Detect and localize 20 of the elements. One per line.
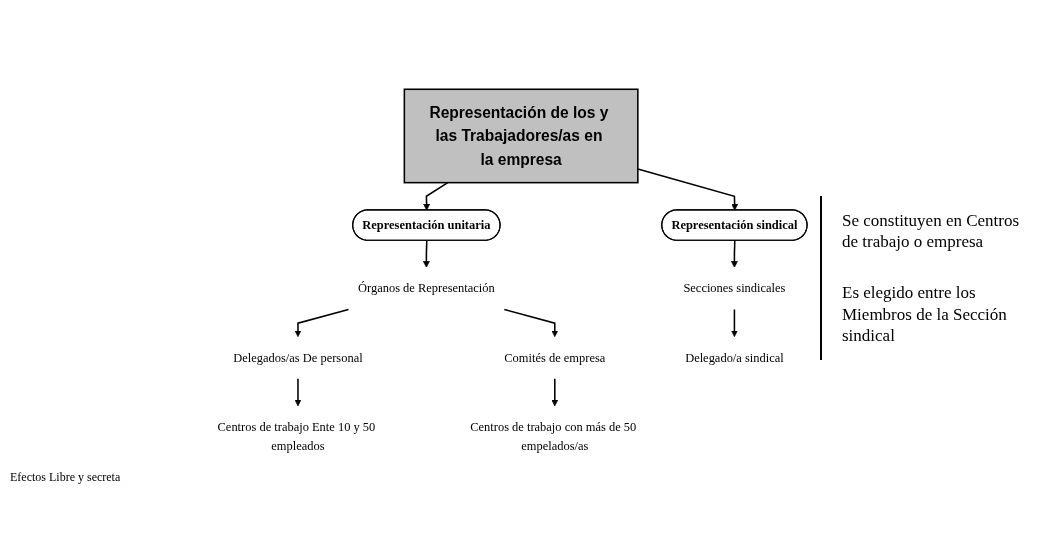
node-text: Centros de trabajo Ente 10 y 50 empleados xyxy=(217,420,376,452)
arrow xyxy=(294,308,350,338)
arrow xyxy=(731,308,738,338)
arrow xyxy=(503,308,559,338)
arrow xyxy=(551,378,559,407)
arrow xyxy=(423,181,449,211)
note-text: Es elegido entre los Miembros de la Sección sindical xyxy=(842,282,1008,347)
arrow xyxy=(731,239,738,268)
node-text: Centros de trabajo con más de 50 empelados/as xyxy=(470,420,637,452)
note-text: Efectos Libre y secreta xyxy=(10,470,122,485)
node-text: Órganos de Representación xyxy=(358,281,495,295)
node-text: Secciones sindicales xyxy=(683,281,786,295)
note-text: Se constituyen en Centros de trabajo o empresa xyxy=(842,209,1021,253)
node-text: Delegado/a sindical xyxy=(685,350,784,364)
node-text: Comités de empresa xyxy=(504,350,606,364)
node-text: Delegados/as De personal xyxy=(233,350,363,364)
arrow xyxy=(422,239,430,268)
arrow xyxy=(294,378,302,407)
node-box: Representación de los y las Trabajadores/as en la empresa xyxy=(403,88,639,184)
arrow xyxy=(637,168,739,211)
